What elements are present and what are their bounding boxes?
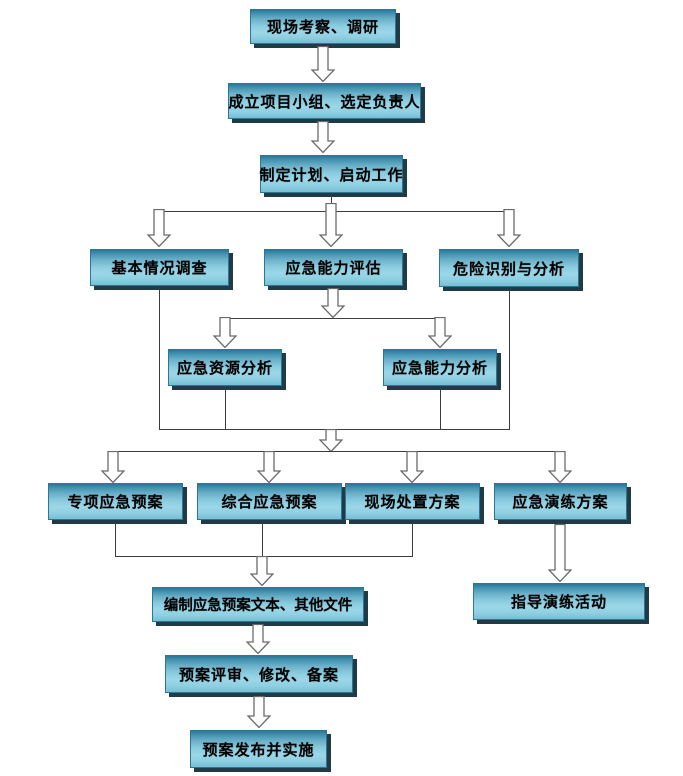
node-review-revise: 预案评审、修改、备案 (165, 655, 353, 693)
node-label: 现场处置方案 (364, 493, 461, 511)
connector-line (225, 387, 226, 429)
node-label: 基本情况调查 (111, 259, 208, 277)
node-label: 专项应急预案 (67, 493, 164, 511)
arrow-down-icon (245, 623, 271, 655)
connector-line (115, 524, 116, 556)
arrow-down-icon (496, 208, 522, 248)
node-site-survey: 现场考察、调研 (250, 9, 396, 44)
node-label: 危险识别与分析 (452, 259, 565, 278)
arrow-down-icon (310, 45, 336, 83)
arrow-down-icon (318, 428, 344, 453)
node-label: 编制应急预案文本、其他文件 (163, 598, 353, 614)
connector-line (440, 387, 441, 429)
node-special-plan: 专项应急预案 (48, 483, 183, 520)
node-onsite-plan: 现场处置方案 (345, 483, 480, 520)
node-label: 预案评审、修改、备案 (178, 665, 339, 684)
arrow-down-icon (256, 450, 282, 484)
node-compile-docs: 编制应急预案文本、其他文件 (152, 587, 364, 622)
node-label: 成立项目小组、选定负责人 (228, 92, 421, 111)
node-label: 应急资源分析 (176, 359, 273, 377)
node-label: 制定计划、启动工作 (259, 165, 404, 184)
arrow-down-icon (318, 202, 344, 248)
arrow-down-icon (399, 450, 425, 484)
node-capability-analysis: 应急能力分析 (383, 349, 497, 386)
node-capability-assess: 应急能力评估 (264, 249, 403, 286)
node-hazard-id: 危险识别与分析 (439, 249, 579, 287)
arrow-down-icon (547, 450, 573, 484)
arrow-down-icon (146, 208, 172, 248)
node-guide-drill: 指导演练活动 (473, 583, 645, 620)
node-label: 指导演练活动 (510, 593, 607, 611)
connector-line (159, 287, 160, 429)
arrow-down-icon (212, 316, 238, 349)
connector-line (262, 524, 263, 556)
node-comprehensive-plan: 综合应急预案 (197, 483, 342, 520)
node-label: 预案发布并实施 (202, 740, 315, 759)
arrow-down-icon (246, 695, 272, 729)
connector-line (112, 451, 560, 452)
connector-line (331, 193, 332, 211)
node-basic-survey: 基本情况调查 (90, 249, 229, 286)
connector-line (509, 290, 510, 429)
arrow-down-icon (547, 523, 573, 583)
node-label: 综合应急预案 (221, 493, 318, 511)
node-label: 应急能力分析 (391, 359, 488, 377)
node-label: 现场考察、调研 (266, 18, 379, 36)
node-form-team: 成立项目小组、选定负责人 (228, 83, 421, 119)
arrow-down-icon (249, 555, 275, 587)
arrow-down-icon (310, 120, 336, 154)
connector-line (225, 318, 441, 319)
node-make-plan: 制定计划、启动工作 (260, 155, 403, 193)
node-resource-analysis: 应急资源分析 (168, 349, 282, 386)
node-drill-plan: 应急演练方案 (494, 483, 627, 520)
node-publish: 预案发布并实施 (190, 730, 327, 768)
arrow-down-icon (320, 287, 346, 319)
node-label: 应急能力评估 (285, 259, 382, 277)
connector-line (412, 524, 413, 556)
arrow-down-icon (427, 316, 453, 349)
arrow-down-icon (100, 450, 126, 484)
node-label: 应急演练方案 (512, 493, 609, 511)
